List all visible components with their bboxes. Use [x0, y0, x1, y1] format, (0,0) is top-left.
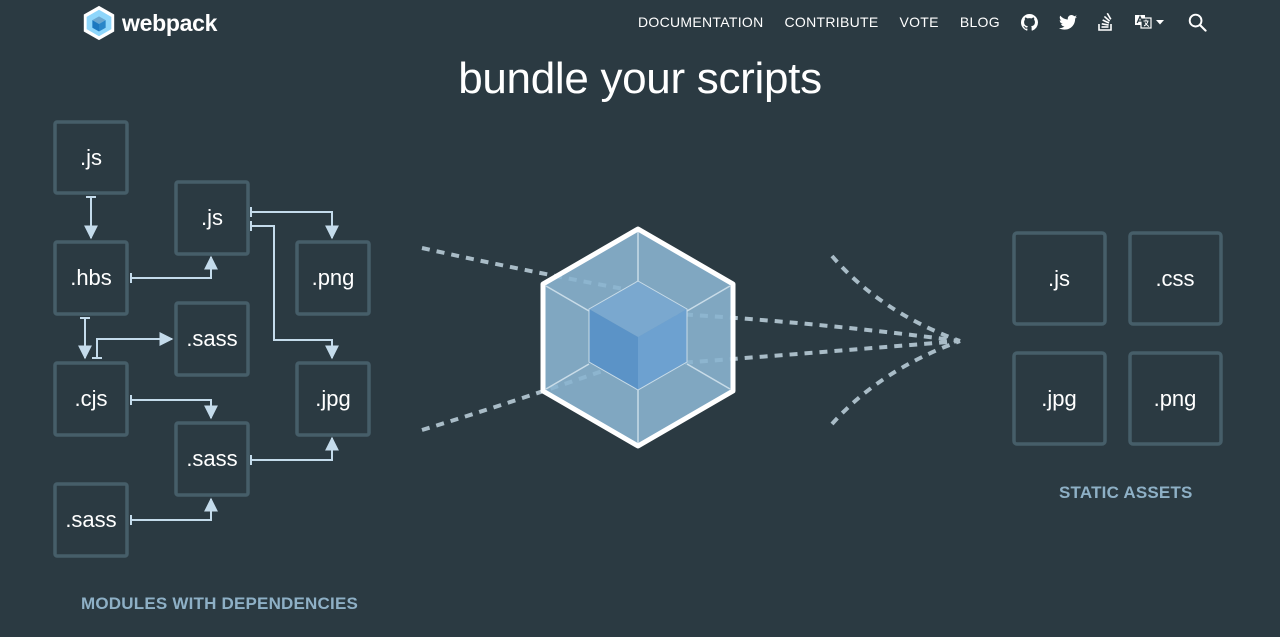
module-box — [53, 361, 129, 437]
module-label: .sass — [186, 326, 237, 351]
asset-box — [1012, 351, 1107, 446]
page-title: bundle your scripts — [458, 54, 822, 103]
nav-vote[interactable]: VOTE — [899, 14, 939, 30]
asset-labels: .js .css .jpg .png — [1041, 266, 1196, 411]
webpack-logo-icon — [83, 5, 115, 41]
asset-label: .png — [1154, 386, 1197, 411]
nav-blog[interactable]: BLOG — [959, 14, 1000, 30]
twitter-icon[interactable] — [1058, 14, 1077, 30]
outgoing-flow-line — [830, 254, 961, 343]
module-box — [174, 421, 250, 497]
dependency-arrow — [251, 225, 339, 360]
module-labels: .js .js .hbs .png .sass .cjs .jpg .sass … — [65, 145, 354, 532]
static-assets-label: STATIC ASSETS — [1059, 483, 1193, 502]
module-box — [295, 361, 371, 437]
nav-documentation[interactable]: DOCUMENTATION — [638, 14, 764, 30]
site-header: webpack DOCUMENTATION CONTRIBUTE VOTE BL… — [0, 0, 1280, 44]
search-icon[interactable] — [1188, 13, 1207, 32]
asset-boxes — [1012, 231, 1223, 446]
dependency-arrow — [131, 399, 218, 420]
dependency-arrow — [251, 436, 339, 461]
outgoing-flow-line — [830, 339, 961, 426]
module-label: .png — [312, 265, 355, 290]
module-box — [174, 180, 250, 256]
module-label: .sass — [65, 507, 116, 532]
dependency-arrow — [251, 211, 339, 240]
module-label: .js — [201, 205, 223, 230]
dependency-arrow — [96, 332, 174, 358]
asset-label: .js — [1048, 266, 1070, 291]
dependency-arrow — [131, 255, 218, 279]
dependency-arrows — [78, 196, 339, 525]
nav-contribute[interactable]: CONTRIBUTE — [784, 14, 879, 30]
module-boxes — [53, 120, 371, 558]
module-box — [295, 240, 371, 316]
logo-text: webpack — [122, 9, 218, 36]
module-label: .sass — [186, 446, 237, 471]
modules-label: MODULES WITH DEPENDENCIES — [81, 594, 359, 613]
module-box — [53, 240, 129, 316]
dependency-arrow — [131, 497, 218, 521]
webpack-cube — [540, 226, 736, 449]
incoming-flow-line — [421, 246, 641, 294]
asset-box — [1128, 351, 1223, 446]
module-label: .hbs — [70, 265, 112, 290]
module-box — [53, 482, 129, 558]
asset-box — [1012, 231, 1107, 326]
github-icon[interactable] — [1020, 13, 1038, 31]
module-label: .jpg — [315, 386, 350, 411]
stackoverflow-icon[interactable] — [1098, 13, 1114, 31]
webpack-logo[interactable]: webpack — [80, 4, 217, 42]
module-label: .js — [80, 145, 102, 170]
asset-label: .jpg — [1041, 386, 1076, 411]
module-box — [174, 301, 250, 377]
main-nav: DOCUMENTATION CONTRIBUTE VOTE BLOG — [638, 0, 1228, 44]
asset-label: .css — [1155, 266, 1194, 291]
module-label: .cjs — [75, 386, 108, 411]
module-box — [53, 120, 129, 195]
language-icon[interactable] — [1134, 13, 1167, 31]
asset-box — [1128, 231, 1223, 326]
